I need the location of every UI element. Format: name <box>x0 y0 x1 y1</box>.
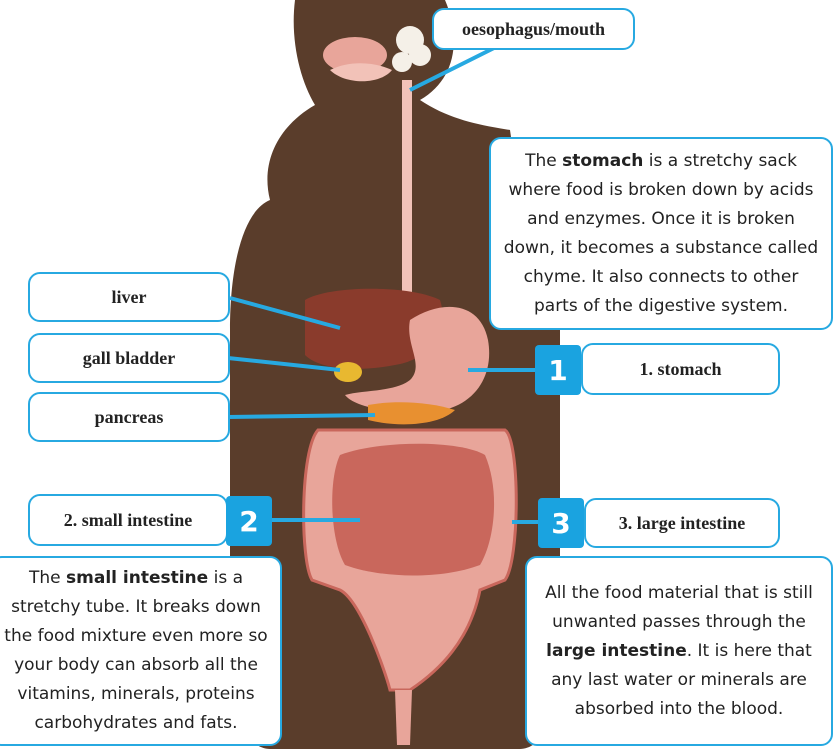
label-large-intestine-text: 3. large intestine <box>619 513 745 534</box>
label-small-intestine: 2. small intestine <box>28 494 228 546</box>
label-pancreas-text: pancreas <box>95 407 164 428</box>
small-intestine-description: The small intestine is a stretchy tube. … <box>0 556 282 746</box>
label-oesophagus: oesophagus/mouth <box>432 8 635 50</box>
gall-bladder-leader <box>228 358 340 370</box>
liver-leader <box>230 298 340 328</box>
number-2-text: 2 <box>239 505 258 538</box>
label-stomach: 1. stomach <box>581 343 780 395</box>
number-badge-1: 1 <box>535 345 581 395</box>
number-1-text: 1 <box>548 354 567 387</box>
label-pancreas: pancreas <box>28 392 230 442</box>
label-large-intestine: 3. large intestine <box>584 498 780 548</box>
stomach-description-text: The stomach is a stretchy sack where foo… <box>501 147 821 321</box>
label-oesophagus-text: oesophagus/mouth <box>462 19 605 40</box>
pancreas-leader <box>228 415 375 417</box>
label-gall-bladder-text: gall bladder <box>83 348 176 369</box>
label-liver-text: liver <box>112 287 147 308</box>
number-badge-2: 2 <box>226 496 272 546</box>
oesophagus-leader <box>410 45 500 90</box>
number-badge-3: 3 <box>538 498 584 548</box>
label-gall-bladder: gall bladder <box>28 333 230 383</box>
stomach-description: The stomach is a stretchy sack where foo… <box>489 137 833 330</box>
label-liver: liver <box>28 272 230 322</box>
large-intestine-description: All the food material that is still unwa… <box>525 556 833 746</box>
label-small-intestine-text: 2. small intestine <box>64 510 193 531</box>
number-3-text: 3 <box>551 507 570 540</box>
large-intestine-description-text: All the food material that is still unwa… <box>537 579 821 724</box>
small-intestine-description-text: The small intestine is a stretchy tube. … <box>2 564 270 738</box>
label-stomach-text: 1. stomach <box>640 359 722 380</box>
